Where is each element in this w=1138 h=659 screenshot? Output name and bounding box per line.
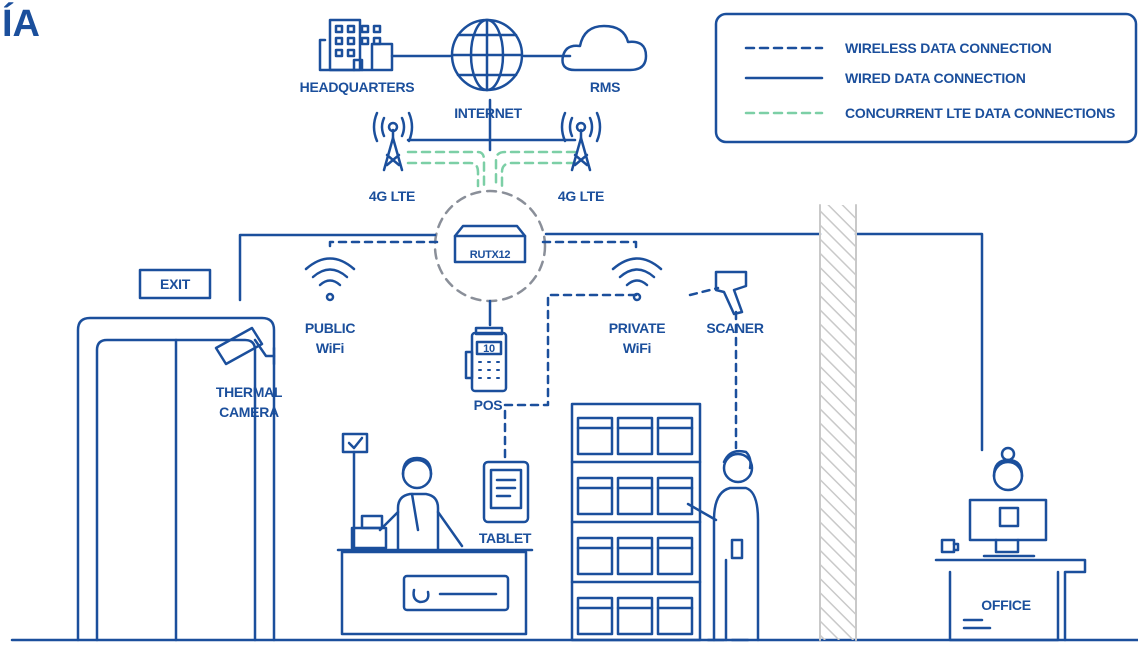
lte-tower-right-icon xyxy=(560,111,602,172)
private-wifi-label-line1: PRIVATE xyxy=(609,320,666,336)
private-wifi-icon xyxy=(611,257,663,302)
exit-door xyxy=(76,316,276,642)
rms-cloud-icon xyxy=(561,24,648,72)
scanner-icon xyxy=(714,270,748,316)
shelf-box xyxy=(656,476,694,516)
internet-globe-icon xyxy=(450,18,524,92)
lte-tower-left-icon xyxy=(372,111,414,172)
store-shelving xyxy=(570,402,702,642)
shelf-box xyxy=(576,476,614,516)
legend-wired-label: WIRED DATA CONNECTION xyxy=(845,70,1026,86)
exit-sign xyxy=(138,268,212,300)
cashier-figure xyxy=(378,456,464,552)
office-label: OFFICE xyxy=(981,597,1031,613)
tablet-icon xyxy=(482,460,530,524)
router-label: RUTX12 xyxy=(470,249,511,261)
pos-screen-value: 10 xyxy=(483,343,495,355)
public-wifi-label-line1: PUBLIC xyxy=(305,320,356,336)
office-desk xyxy=(934,498,1087,642)
router-zone xyxy=(433,189,547,303)
lte-right-label: 4G LTE xyxy=(558,188,604,204)
thermal-camera-icon xyxy=(214,326,276,366)
scanner-label: SCANER xyxy=(706,320,764,336)
shelf-box xyxy=(616,416,654,456)
shelf-box xyxy=(656,536,694,576)
shelf-box xyxy=(616,596,654,636)
public-wifi-icon xyxy=(304,257,356,302)
legend-box xyxy=(714,12,1138,144)
headquarters-icon xyxy=(318,18,394,72)
office-worker xyxy=(992,446,1024,528)
shelf-box xyxy=(616,536,654,576)
exit-label: EXIT xyxy=(160,276,191,292)
private-wifi-label-line2: WiFi xyxy=(623,340,651,356)
wired-connections-top xyxy=(390,54,577,152)
checkout-counter xyxy=(336,432,534,636)
tablet-label: TABLET xyxy=(479,530,532,546)
shelf-box xyxy=(576,416,614,456)
shelf-box xyxy=(616,476,654,516)
rms-label: RMS xyxy=(590,79,620,95)
wired-connections-router xyxy=(238,232,984,452)
pos-label: POS xyxy=(474,397,503,413)
camera-label-line1: THERMAL xyxy=(216,384,283,400)
shelf-box xyxy=(656,596,694,636)
shelf-box xyxy=(656,416,694,456)
wall xyxy=(820,205,856,640)
shelf-boxes xyxy=(576,416,694,636)
camera-label-line2: CAMERA xyxy=(219,404,279,420)
lte-left-label: 4G LTE xyxy=(369,188,415,204)
internet-label: INTERNET xyxy=(454,105,522,121)
shelf-box xyxy=(576,536,614,576)
router-icon[interactable] xyxy=(453,224,527,264)
customer-figure xyxy=(686,449,760,642)
pos-terminal-icon xyxy=(464,326,508,393)
public-wifi-label-line2: WiFi xyxy=(316,340,344,356)
wireless-connections xyxy=(328,240,738,462)
legend-lte-label: CONCURRENT LTE DATA CONNECTIONS xyxy=(845,105,1115,121)
lte-connections xyxy=(406,150,577,188)
page-title-fragment: ÍA xyxy=(2,1,40,45)
headquarters-label: HEADQUARTERS xyxy=(300,79,415,95)
shelf-box xyxy=(576,596,614,636)
legend-wireless-label: WIRELESS DATA CONNECTION xyxy=(845,40,1052,56)
